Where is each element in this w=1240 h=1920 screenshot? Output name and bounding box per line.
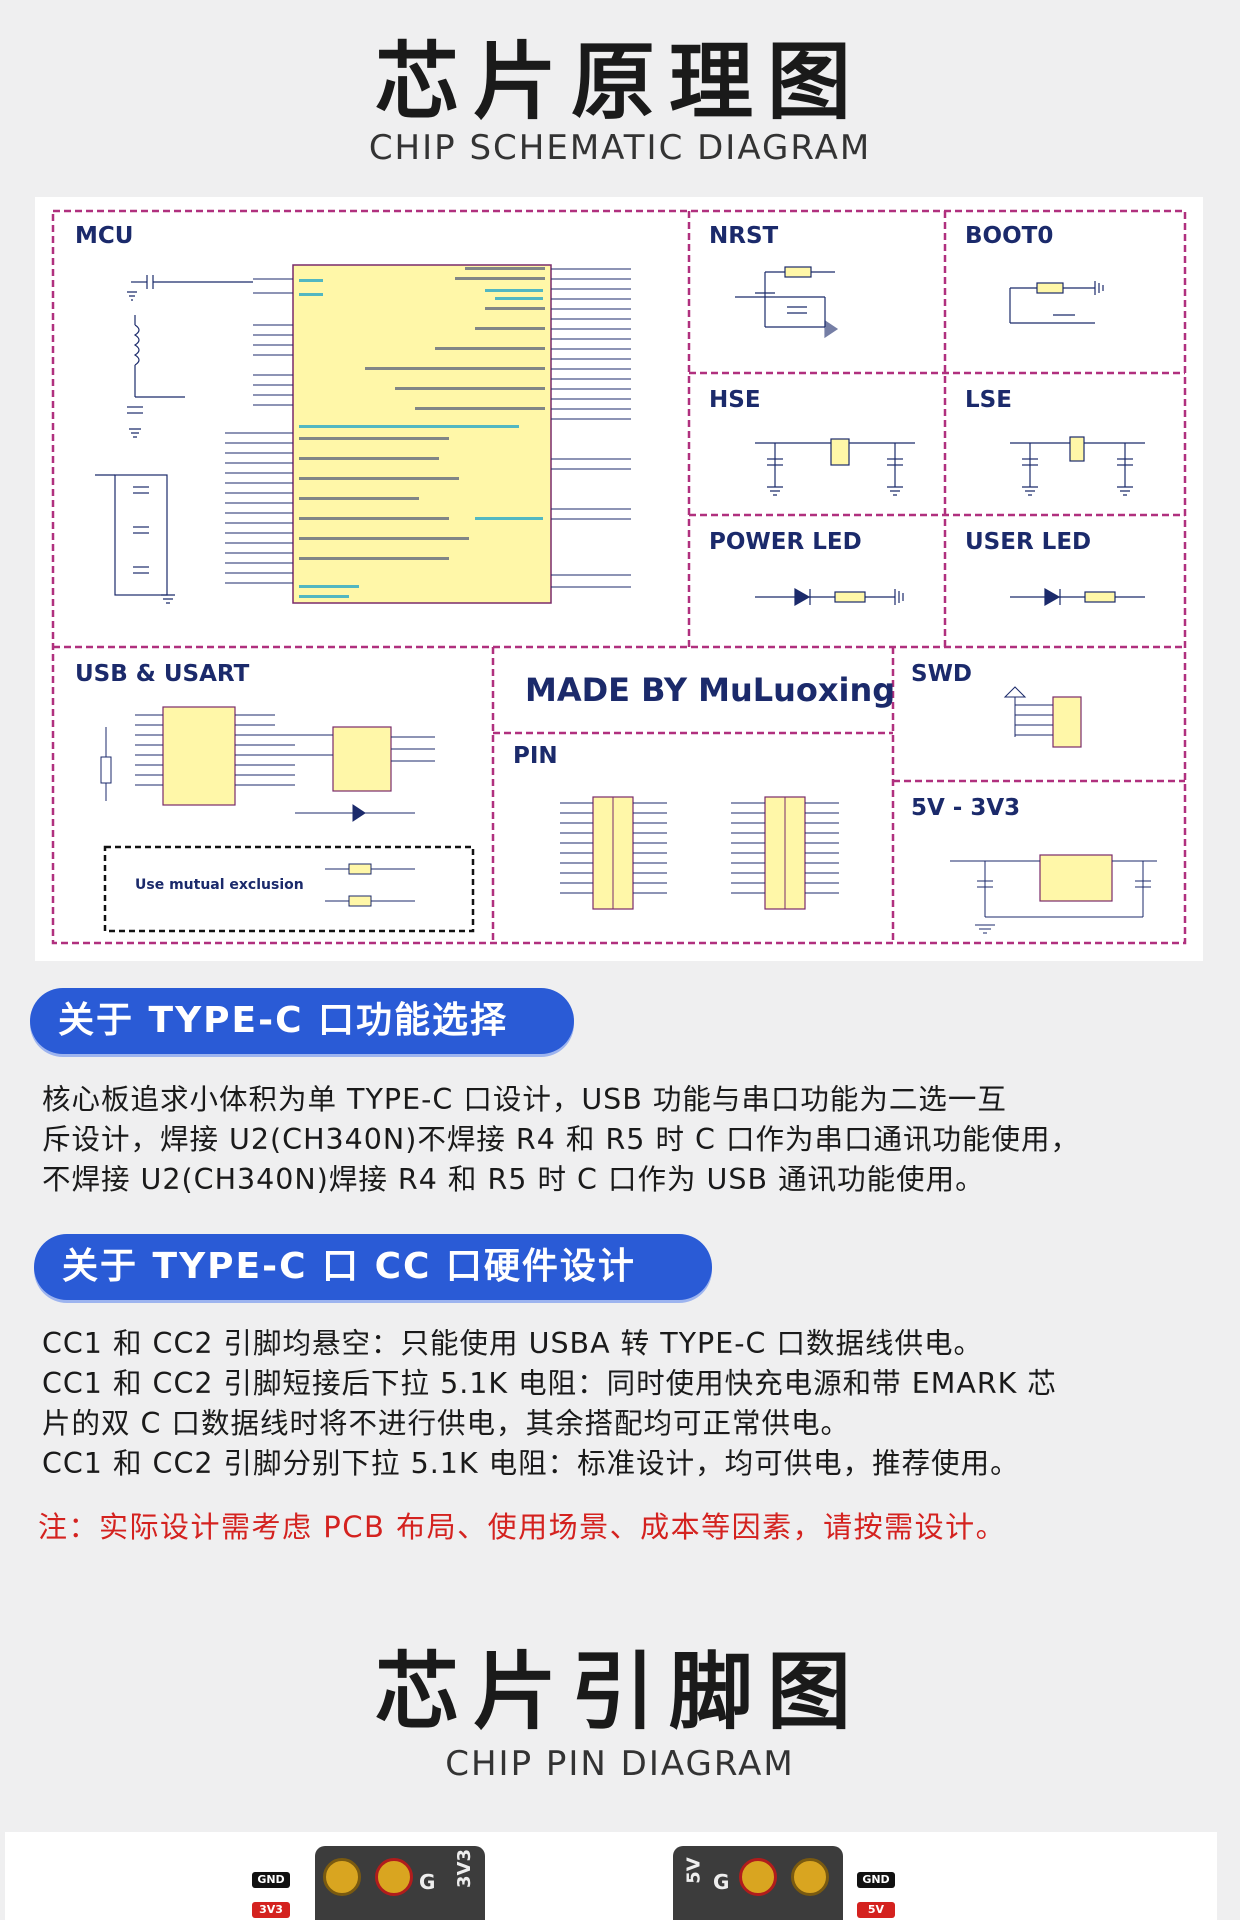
label-ldo: 5V - 3V3 (911, 795, 1021, 821)
label-hse: HSE (709, 387, 761, 413)
label-mutual-exclusion: Use mutual exclusion (135, 877, 304, 893)
label-mcu: MCU (75, 223, 134, 249)
mutual-exclusion-box (103, 845, 475, 933)
paragraph-line: CC1 和 CC2 引脚短接后下拉 5.1K 电阻：同时使用快充电源和带 EMA… (42, 1367, 1057, 1400)
pin-label-3v3: 3V3 (453, 1849, 475, 1888)
paragraph-line: 片的双 C 口数据线时将不进行供电，其余搭配均可正常供电。 (42, 1407, 851, 1440)
section-title-cn: 芯片原理图 (374, 33, 865, 131)
mcu-passives (95, 275, 253, 604)
type-c-cc-heading: 关于 TYPE-C 口 CC 口硬件设计 (34, 1234, 712, 1300)
pin-headers (560, 796, 839, 910)
hse-circuit (755, 438, 915, 496)
tag-gnd-right: GND (857, 1872, 895, 1888)
schematic-drawing (51, 209, 1187, 945)
section-title-en: CHIP SCHEMATIC DIAGRAM (368, 128, 872, 168)
label-swd: SWD (911, 661, 973, 687)
section-title-en: CHIP PIN DIAGRAM (445, 1744, 795, 1784)
type-c-cc-paragraph: CC1 和 CC2 引脚均悬空：只能使用 USBA 转 TYPE-C 口数据线供… (42, 1324, 1202, 1484)
pin-diagram-strip: G 3V3 GND 3V3 5V G GND 5V (5, 1832, 1217, 1920)
user-led-circuit (1010, 587, 1145, 607)
section-title-cn: 芯片引脚图 (374, 1643, 865, 1741)
pad-icon (739, 1858, 777, 1896)
paragraph-line: CC1 和 CC2 引脚分别下拉 5.1K 电阻：标准设计，均可供电，推荐使用。 (42, 1447, 1020, 1480)
boot0-circuit (1009, 281, 1104, 324)
section-borders (51, 209, 1187, 945)
power-led-circuit (755, 587, 904, 607)
pin-label-5v: 5V (683, 1857, 705, 1884)
label-user-led: USER LED (965, 529, 1092, 555)
lse-circuit (1010, 436, 1145, 496)
nrst-circuit (735, 266, 839, 339)
pin-label-g-right: G (713, 1870, 730, 1894)
ldo-circuit (950, 854, 1157, 934)
label-pin: PIN (513, 743, 558, 769)
label-nrst: NRST (709, 223, 779, 249)
paragraph-line: 不焊接 U2(CH340N)焊接 R4 和 R5 时 C 口作为 USB 通讯功… (42, 1163, 985, 1196)
paragraph-line: 斥设计，焊接 U2(CH340N)不焊接 R4 和 R5 时 C 口作为串口通讯… (42, 1123, 1080, 1156)
tag-5v-right: 5V (857, 1902, 895, 1918)
usb-usart-circuit (100, 706, 475, 933)
pad-icon (791, 1858, 829, 1896)
pad-icon (323, 1858, 361, 1896)
mcu-chip (225, 264, 631, 604)
design-note: 注：实际设计需考虑 PCB 布局、使用场景、成本等因素，请按需设计。 (38, 1510, 1007, 1544)
label-made-by: MADE BY MuLuoxing (525, 671, 896, 709)
label-lse: LSE (965, 387, 1012, 413)
type-c-function-heading: 关于 TYPE-C 口功能选择 (30, 988, 574, 1054)
label-usb-usart: USB & USART (75, 661, 250, 687)
paragraph-line: 核心板追求小体积为单 TYPE-C 口设计，USB 功能与串口功能为二选一互 (42, 1083, 1007, 1116)
tag-gnd-left: GND (252, 1872, 290, 1888)
schematic-diagram: MCU NRST BOOT0 HSE LSE POWER LED USER LE… (35, 197, 1203, 961)
pin-label-g: G (419, 1870, 436, 1894)
type-c-function-paragraph: 核心板追求小体积为单 TYPE-C 口设计，USB 功能与串口功能为二选一互 斥… (42, 1080, 1202, 1200)
label-boot0: BOOT0 (965, 223, 1054, 249)
label-power-led: POWER LED (709, 529, 862, 555)
swd-header (1003, 686, 1082, 748)
tag-3v3-left: 3V3 (252, 1902, 290, 1918)
paragraph-line: CC1 和 CC2 引脚均悬空：只能使用 USBA 转 TYPE-C 口数据线供… (42, 1327, 983, 1360)
pad-icon (375, 1858, 413, 1896)
